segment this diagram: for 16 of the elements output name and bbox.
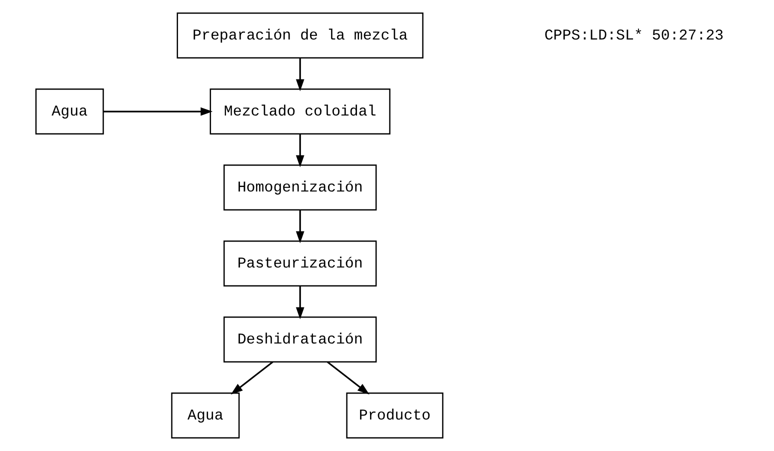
node-box: Deshidratación (223, 316, 377, 363)
label: CPPS:LD:SL* 50:27:23 (544, 28, 724, 44)
arrow (103, 107, 213, 116)
node-box: Pasteurización (223, 240, 377, 287)
node-box: Agua (35, 88, 104, 135)
node-box: Mezclado coloidal (210, 88, 390, 135)
arrow (296, 210, 304, 244)
arrow (230, 361, 274, 395)
arrow (296, 286, 304, 320)
node-box: Homogenización (223, 164, 377, 211)
arrow (326, 361, 370, 395)
arrow (296, 134, 304, 168)
node-box: Agua (171, 392, 240, 439)
arrow (296, 58, 304, 92)
node-box: Producto (346, 392, 444, 439)
node-box: Preparación de la mezcla (176, 12, 424, 59)
